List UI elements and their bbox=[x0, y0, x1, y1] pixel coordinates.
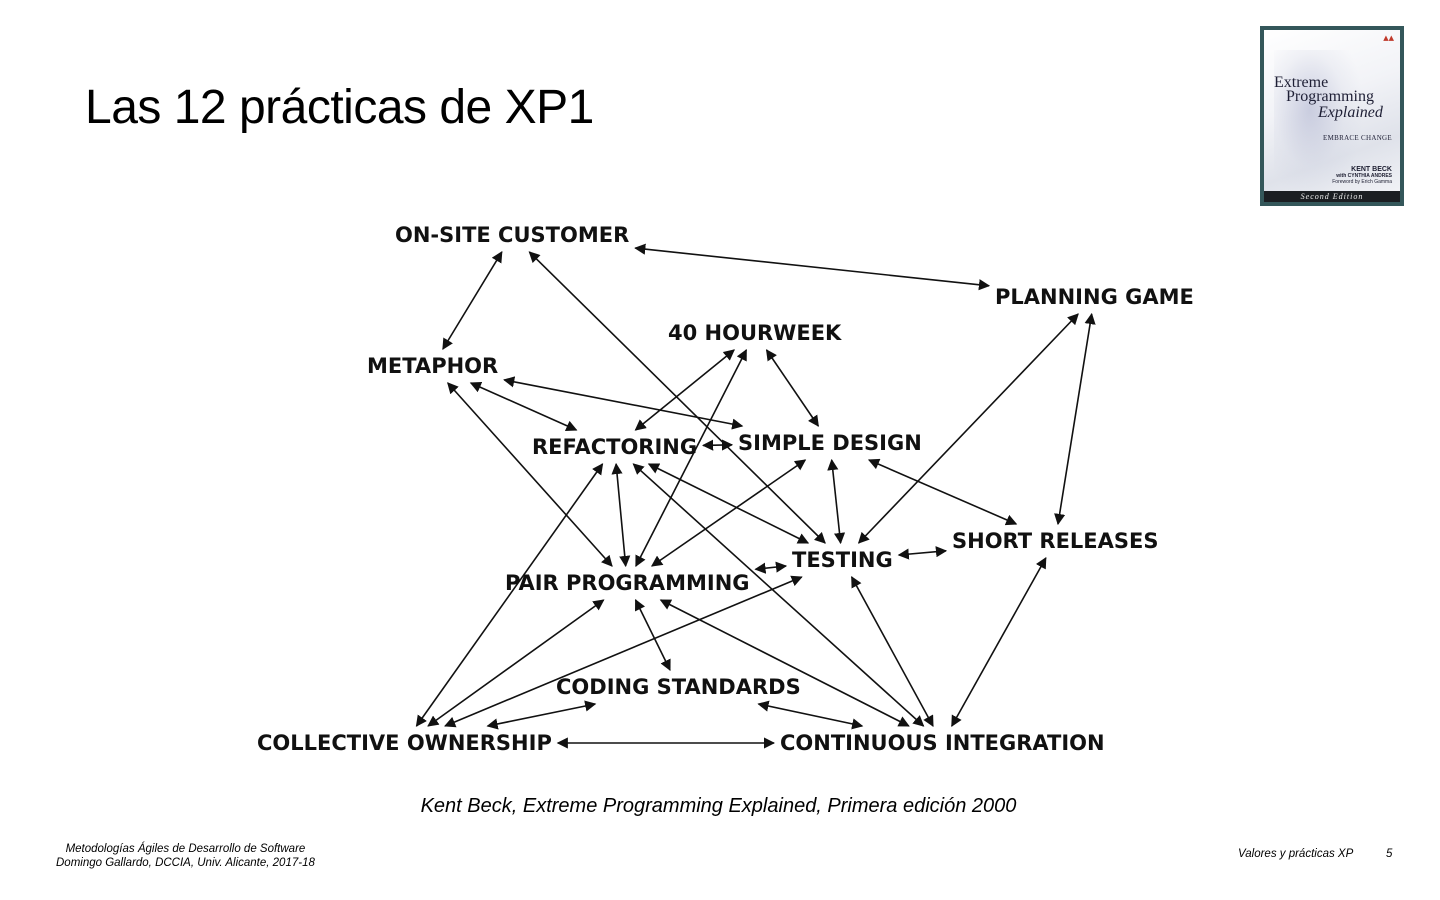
xp-practices-diagram: ON-SITE CUSTOMER PLANNING GAME 40 HOURWE… bbox=[240, 200, 1200, 770]
relation-arrow-planning-game-testing bbox=[857, 313, 1079, 544]
relation-arrow-simple-design-testing bbox=[827, 458, 846, 545]
relation-arrow-onsite-customer-metaphor bbox=[442, 251, 503, 350]
relation-arrow-short-releases-continuous-integration bbox=[951, 557, 1047, 727]
relation-arrow-onsite-customer-planning-game bbox=[634, 243, 991, 291]
relation-arrow-pair-programming-collective-ownership bbox=[427, 599, 605, 727]
relation-arrow-metaphor-pair-programming bbox=[447, 382, 613, 567]
relation-arrow-refactoring-pair-programming bbox=[611, 462, 631, 568]
practice-collective-ownership: COLLECTIVE OWNERSHIP bbox=[257, 731, 552, 755]
cover-title-line3: Explained bbox=[1318, 104, 1383, 121]
cover-foreword: Foreword by Erich Gamma bbox=[1332, 178, 1392, 185]
cover-edition-bar: Second Edition bbox=[1264, 191, 1400, 202]
footer-course: Metodologías Ágiles de Desarrollo de Sof… bbox=[65, 843, 306, 855]
relation-arrow-pair-programming-continuous-integration bbox=[659, 599, 910, 727]
cover-title-line2: Programming bbox=[1286, 88, 1374, 105]
cover-coauthor: with CYNTHIA ANDRES bbox=[1336, 173, 1392, 180]
cover-authors: KENT BECK with CYNTHIA ANDRES Foreword b… bbox=[1332, 166, 1392, 186]
publisher-logo-icon: ▲▲ bbox=[1383, 34, 1394, 42]
cover-flare-decoration bbox=[1274, 50, 1364, 200]
footer-author: Domingo Gallardo, DCCIA, Univ. Alicante,… bbox=[56, 857, 315, 869]
practice-simple-design: SIMPLE DESIGN bbox=[738, 431, 922, 455]
page-number: 5 bbox=[1386, 848, 1393, 860]
practice-planning-game: PLANNING GAME bbox=[995, 285, 1194, 309]
practice-continuous-integration: CONTINUOUS INTEGRATION bbox=[780, 731, 1105, 755]
relation-arrow-onsite-customer-testing bbox=[528, 251, 826, 544]
cover-author: KENT BECK bbox=[1351, 166, 1392, 173]
relation-arrow-testing-pair-programming bbox=[754, 561, 788, 574]
relation-arrow-forty-hour-week-refactoring bbox=[634, 349, 735, 431]
practice-onsite-customer: ON-SITE CUSTOMER bbox=[395, 223, 629, 247]
practice-metaphor: METAPHOR bbox=[367, 354, 498, 378]
relation-arrow-testing-collective-ownership bbox=[444, 575, 803, 728]
relation-arrow-coding-standards-collective-ownership bbox=[486, 700, 597, 730]
cover-title-line1: Extreme bbox=[1274, 74, 1329, 91]
footer-course-info: Metodologías Ágiles de Desarrollo de Sof… bbox=[56, 842, 315, 870]
relation-arrow-simple-design-short-releases bbox=[867, 458, 1018, 526]
relation-arrows bbox=[415, 243, 1096, 749]
relation-arrow-metaphor-simple-design bbox=[503, 376, 744, 430]
practice-short-releases: SHORT RELEASES bbox=[952, 529, 1159, 553]
practice-40-hour-week: 40 HOURWEEK bbox=[668, 321, 842, 345]
figure-caption: Kent Beck, Extreme Programming Explained… bbox=[420, 795, 1017, 817]
footer-section-title: Valores y prácticas XP bbox=[1238, 848, 1354, 860]
diagram-svg: ON-SITE CUSTOMER PLANNING GAME 40 HOURWE… bbox=[257, 223, 1194, 755]
practice-refactoring: REFACTORING bbox=[532, 435, 697, 459]
relation-arrow-testing-short-releases bbox=[897, 546, 948, 560]
relation-arrow-refactoring-simple-design bbox=[701, 439, 734, 451]
practice-coding-standards: CODING STANDARDS bbox=[556, 675, 801, 699]
relation-arrow-coding-standards-continuous-integration bbox=[757, 700, 864, 730]
relation-arrow-simple-design-pair-programming bbox=[650, 459, 807, 567]
slide-title: Las 12 prácticas de XP1 bbox=[85, 81, 594, 134]
practice-testing: TESTING bbox=[792, 548, 893, 572]
relation-arrow-forty-hour-week-simple-design bbox=[765, 349, 819, 427]
cover-subtitle: EMBRACE CHANGE bbox=[1323, 134, 1392, 142]
book-cover-image: ▲▲ Extreme Programming Explained EMBRACE… bbox=[1260, 26, 1404, 206]
practice-pair-programming: PAIR PROGRAMMING bbox=[505, 571, 750, 595]
relation-arrow-planning-game-short-releases bbox=[1054, 312, 1096, 526]
practice-labels: ON-SITE CUSTOMER PLANNING GAME 40 HOURWE… bbox=[257, 223, 1194, 755]
